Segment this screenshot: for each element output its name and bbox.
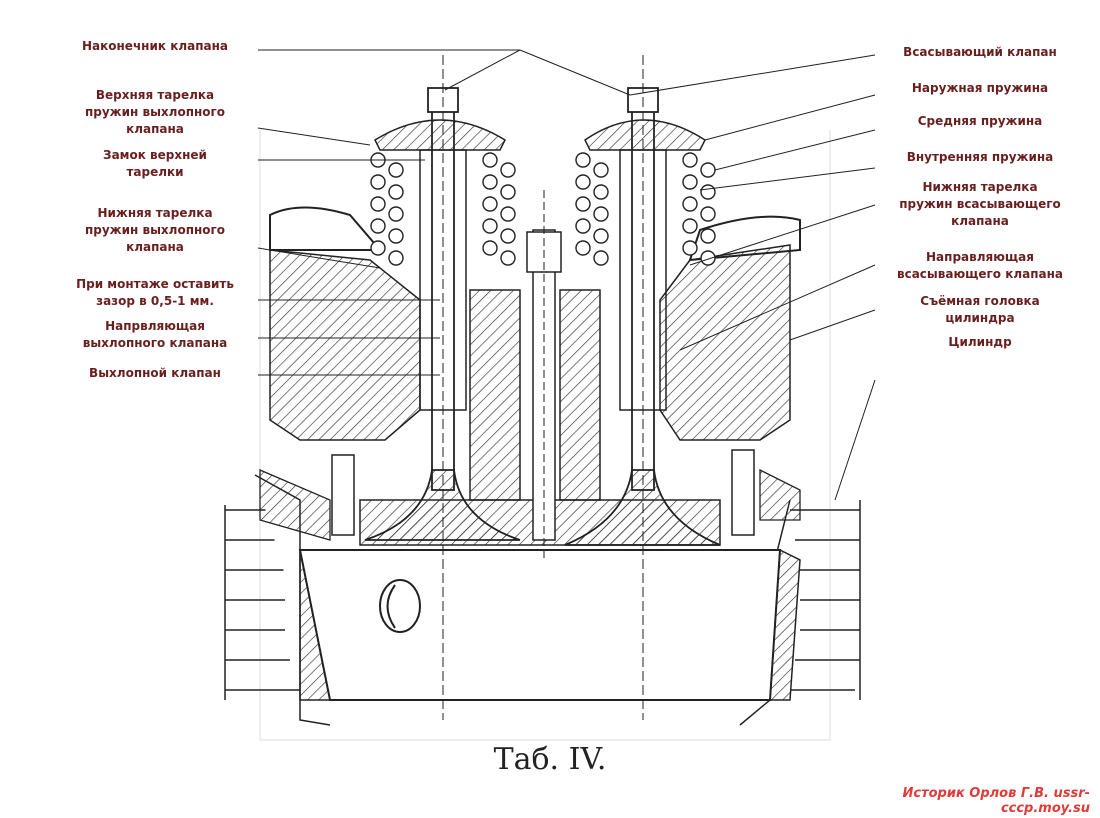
label-inner-spring: Внутренняя пружина — [906, 150, 1054, 164]
label-middle-spring: Средняя пружина — [917, 114, 1043, 128]
cylinder-wall-left — [299, 549, 331, 701]
label-exhaust-lower-spring-cap: Нижняя тарелка пружин выхлопного клапана — [84, 206, 226, 254]
label-intake-lower-spring-cap: Нижняя тарелка пружин всасывающего клапа… — [899, 180, 1061, 228]
figure-caption: Таб. IV. — [493, 742, 607, 777]
leader-lines-right — [519, 49, 876, 501]
leader-lines-left — [257, 49, 521, 376]
piston-pin — [379, 579, 421, 633]
intake-springs — [575, 152, 716, 266]
cylinder-body — [298, 549, 782, 701]
label-exhaust-valve-guide: Напрвляющая выхлопного клапана — [82, 319, 228, 350]
label-removable-cylinder-head: Съёмная головка цилиндра — [920, 294, 1040, 325]
label-exhaust-valve: Выхлопной клапан — [89, 366, 221, 380]
cylinder-outline — [259, 130, 831, 741]
head-outer-left — [269, 206, 383, 251]
head-casting-right — [659, 244, 791, 441]
label-outer-spring: Наружная пружина — [911, 81, 1049, 95]
watermark: Историк Орлов Г.В. ussr-cccp.moy.su — [902, 786, 1090, 816]
label-valve-tip: Наконечник клапана — [81, 39, 229, 53]
exhaust-springs — [370, 152, 516, 266]
label-cylinder: Цилиндр — [948, 335, 1012, 349]
head-fins — [259, 468, 801, 541]
left-bolt — [331, 454, 355, 536]
head-outer-right — [688, 215, 801, 262]
label-mounting-gap: При монтаже оставить зазор в 0,5-1 мм. — [76, 277, 234, 308]
label-intake-valve: Всасывающий клапан — [903, 45, 1057, 59]
label-intake-valve-guide: Направляющая всасывающего клапана — [896, 250, 1064, 281]
head-casting-left — [269, 249, 421, 441]
cylinder-wall-right — [769, 548, 801, 701]
head-casting-center — [469, 289, 601, 501]
right-bolt — [731, 449, 755, 536]
label-exhaust-upper-spring-cap: Верхняя тарелка пружин выхлопного клапан… — [84, 88, 226, 136]
label-upper-cap-lock: Замок верхней тарелки — [103, 148, 207, 179]
